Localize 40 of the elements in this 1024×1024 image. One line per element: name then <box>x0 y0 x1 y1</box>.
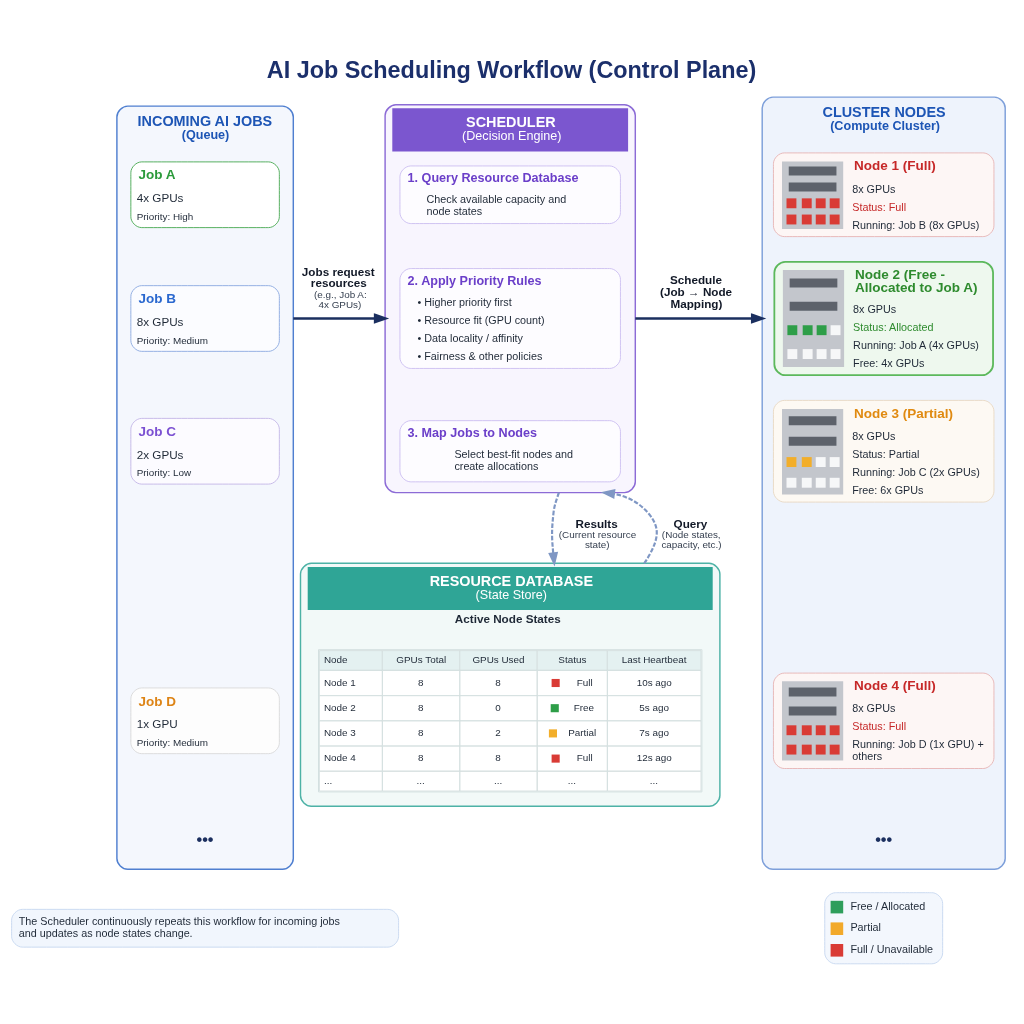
label: ... <box>649 774 658 786</box>
label: 8 <box>417 726 424 738</box>
legend-label: Full / Unavailable <box>850 943 934 956</box>
edge-label: Jobs request resources (e.g., Job A: 4x GPUs) <box>301 264 375 310</box>
label: Partial <box>568 726 597 738</box>
edge-label: Schedule (Job → Node Mapping) <box>660 273 733 310</box>
edge-label: Results (Current resource state) <box>558 517 637 551</box>
label: 10s ago <box>636 676 672 688</box>
label: ... <box>416 774 425 786</box>
label: 7s ago <box>639 726 670 738</box>
label: 0 <box>495 701 501 713</box>
legend-label: Free / Allocated <box>850 899 926 912</box>
label: 8 <box>417 701 424 713</box>
label: 8 <box>417 676 424 688</box>
label: Free <box>573 701 594 713</box>
label: 5s ago <box>639 701 670 713</box>
label: Full <box>576 676 593 688</box>
label: Last Heartbeat <box>621 654 687 666</box>
label: 8 <box>495 752 501 764</box>
label: Node 2 <box>323 701 356 713</box>
label: 8 <box>495 676 501 688</box>
label: 12s ago <box>636 752 672 764</box>
label: Full <box>576 752 593 764</box>
label: Node 4 <box>323 752 356 764</box>
label: Node <box>323 654 348 666</box>
label: GPUs Used <box>472 654 525 666</box>
label: ... <box>494 774 503 786</box>
label: GPUs Total <box>396 654 447 666</box>
label: 8 <box>417 752 424 764</box>
label: 2 <box>495 726 501 738</box>
diagram-title: AI Job Scheduling Workflow (Control Plane) <box>266 57 757 84</box>
label: Status <box>558 654 587 666</box>
edge-label: Query (Node states, capacity, etc.) <box>661 517 722 551</box>
label: Node 3 <box>323 726 356 738</box>
label: ... <box>567 774 577 786</box>
label: ••• <box>875 830 893 849</box>
legend-label: Partial <box>850 921 881 934</box>
label: ••• <box>196 830 214 849</box>
label: ... <box>323 774 333 786</box>
label: Node 1 <box>323 676 356 688</box>
